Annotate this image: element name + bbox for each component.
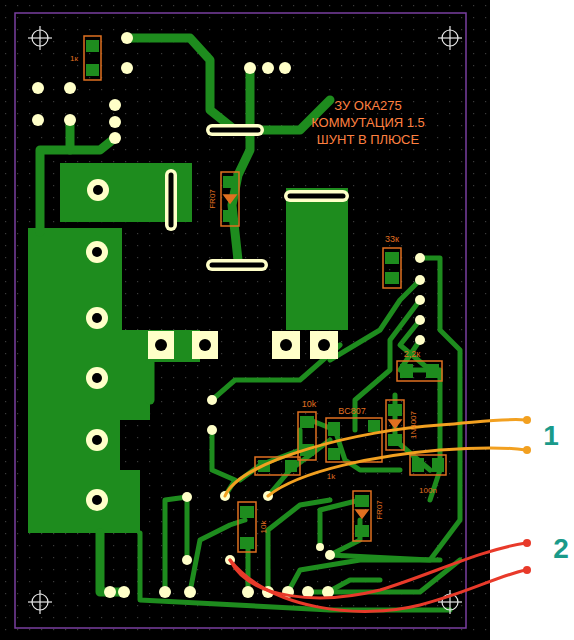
part-label: FR07 bbox=[209, 189, 217, 209]
part-label: FR07 bbox=[376, 500, 384, 520]
part-label: 10k bbox=[260, 521, 268, 534]
board-title: КОММУТАЦИЯ 1.5 bbox=[311, 116, 425, 129]
part-label: 100n bbox=[419, 487, 437, 495]
callout-number: 2 bbox=[553, 535, 569, 563]
part-label: 1k bbox=[327, 473, 335, 481]
part-label: 33к bbox=[385, 235, 399, 244]
part-label: 10k bbox=[302, 400, 317, 409]
callout-number: 1 bbox=[543, 422, 559, 450]
part-label: 1N4007 bbox=[410, 411, 418, 439]
part-label: 2,2к bbox=[404, 350, 420, 359]
board-title: ЗУ ОКА275 bbox=[334, 99, 402, 112]
part-label: 1к bbox=[70, 55, 78, 63]
part-label: BC807 bbox=[338, 407, 366, 416]
board-title: ШУНТ В ПЛЮСЕ bbox=[317, 133, 419, 146]
